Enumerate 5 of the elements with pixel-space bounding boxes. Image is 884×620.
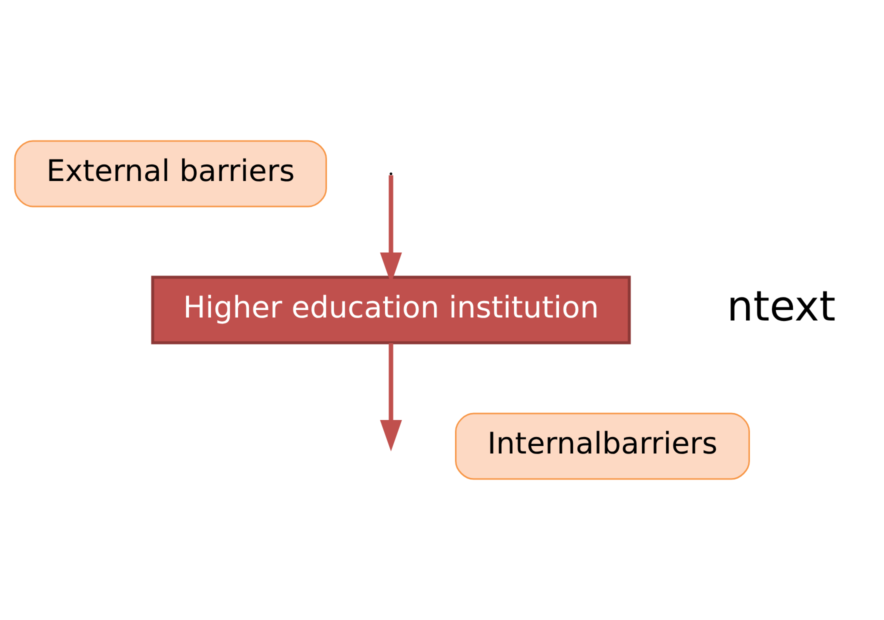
- node-box: External barriers: [14, 140, 327, 208]
- arrow: [380, 343, 402, 452]
- node-box: Internalbarriers: [455, 412, 750, 480]
- label: ntext: [726, 281, 836, 330]
- node-box: Higher education institution: [151, 276, 631, 344]
